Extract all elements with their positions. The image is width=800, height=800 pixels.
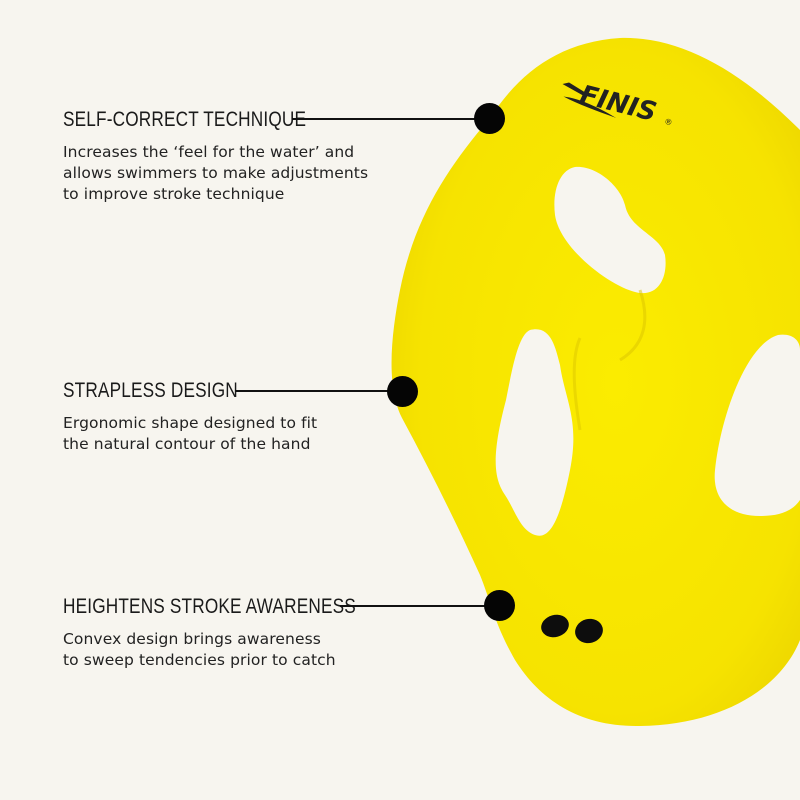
description-line: to improve stroke technique <box>63 185 285 203</box>
description-line: Increases the ‘feel for the water’ and <box>63 143 355 161</box>
feature-strapless-design: STRAPLESS DESIGN Ergonomic shape designe… <box>63 379 317 455</box>
feature-title: HEIGHTENS STROKE AWARENESS <box>63 595 356 618</box>
feature-self-correct-technique: SELF-CORRECT TECHNIQUE Increases the ‘fe… <box>63 108 368 205</box>
description-line: the natural contour of the hand <box>63 435 311 453</box>
callout-dot <box>484 590 515 621</box>
callout-dot <box>387 376 418 407</box>
callout-line <box>292 118 482 120</box>
description-line: Ergonomic shape designed to fit <box>63 414 318 432</box>
callout-line <box>340 605 500 607</box>
registered-mark: ® <box>663 117 673 128</box>
paddle-dot <box>541 614 569 638</box>
paddle-hole <box>495 329 574 536</box>
paddle-hole <box>554 166 666 294</box>
feature-title: STRAPLESS DESIGN <box>63 379 238 402</box>
paddle-body <box>391 37 800 727</box>
feature-description: Ergonomic shape designed to fit the natu… <box>63 413 317 455</box>
description-line: allows swimmers to make adjustments <box>63 164 369 182</box>
paddle-dot <box>575 618 603 644</box>
feature-heightens-stroke-awareness: HEIGHTENS STROKE AWARENESS Convex design… <box>63 595 420 671</box>
callout-dot <box>474 103 505 134</box>
paddle-hole <box>714 334 800 516</box>
callout-line <box>235 390 400 392</box>
description-line: Convex design brings awareness <box>63 630 321 648</box>
feature-description: Increases the ‘feel for the water’ and a… <box>63 142 368 205</box>
feature-description: Convex design brings awareness to sweep … <box>63 629 420 671</box>
feature-title: SELF-CORRECT TECHNIQUE <box>63 108 307 131</box>
description-line: to sweep tendencies prior to catch <box>63 651 336 669</box>
